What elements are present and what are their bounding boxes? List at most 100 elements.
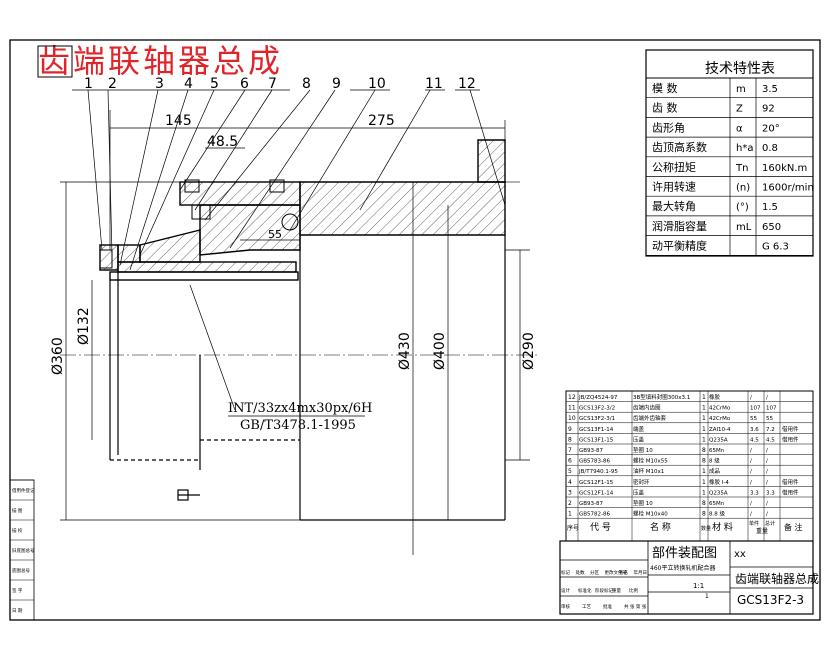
- tech-param-name: 公称扭矩: [652, 160, 696, 174]
- bom-name: 压盖: [633, 488, 645, 496]
- lower-silhouette: [109, 139, 520, 521]
- bom-code: JB/ZQ4524-97: [578, 395, 618, 401]
- bom-name: 螺栓 M10x55: [633, 457, 668, 465]
- tech-param-symbol: (°): [736, 202, 749, 213]
- title-block-sheet: 1: [705, 593, 709, 600]
- tech-param-symbol: Tn: [735, 163, 748, 174]
- bom-weight-total: /: [766, 501, 768, 507]
- bom-material: 8.8 级: [709, 510, 725, 518]
- bom-qty: 1: [702, 426, 706, 433]
- bom-material: ZAl10-4: [709, 427, 731, 433]
- title-block-drawing-no: GCS13F2-3: [737, 593, 804, 607]
- bom-no: 6: [568, 458, 572, 465]
- tech-param-symbol: (n): [736, 183, 750, 194]
- bom-material: 8 级: [709, 457, 720, 465]
- bom-name: 3B型填料封圈300x3.1: [633, 393, 690, 401]
- bom-qty: 1: [702, 415, 706, 422]
- bom-code: GCS13F2-3/2: [579, 406, 615, 412]
- tech-param-symbol: m: [736, 84, 746, 95]
- dim-55: 55: [268, 228, 282, 241]
- title-block-label: 标记: [561, 569, 570, 576]
- bom-material: Q235A: [709, 490, 728, 496]
- bom-material: 65Mn: [709, 501, 725, 507]
- balloon-8: 8: [302, 76, 311, 92]
- bom-qty: 1: [702, 436, 706, 443]
- bom-material: 橡胶 I-4: [709, 478, 729, 486]
- bom-material: 42CrMo: [709, 416, 731, 422]
- dim-145: 145: [165, 113, 192, 129]
- bom-no: 8: [568, 436, 572, 443]
- title-block: [559, 540, 814, 615]
- left-block-label: 签 字: [12, 587, 23, 594]
- bom-weight-total: /: [766, 469, 768, 475]
- title-box: [37, 45, 73, 78]
- title-block-label: 标准化: [578, 587, 592, 594]
- bom-weight-unit: 107: [750, 406, 761, 412]
- tech-param-name: 动平衡精度: [652, 239, 707, 253]
- bom-header-code: 代 号: [590, 522, 611, 533]
- title-block-label: 共 张 第 张: [624, 603, 647, 610]
- dim-275: 275: [368, 113, 395, 129]
- bom-header-no: 序号: [567, 524, 579, 532]
- tech-param-value: 3.5: [762, 84, 778, 95]
- balloon-labels: 1 2 3 4 5 6 7 8 9 10 11 12: [84, 76, 476, 92]
- bom-note: 借用件: [782, 425, 799, 433]
- bom-header-qty: 数量: [701, 525, 711, 532]
- bom-weight-unit: /: [750, 395, 752, 401]
- title-block-label: 阶段标记: [595, 587, 613, 594]
- bom-qty: 8: [702, 458, 706, 465]
- bom-weight-total: /: [766, 395, 768, 401]
- bom-qty: 8: [702, 500, 706, 507]
- title-block-label: 处数: [576, 569, 585, 576]
- tech-param-value: G 6.3: [762, 242, 789, 253]
- bom-no: 12: [568, 394, 576, 401]
- bom-name: 螺栓 M10x40: [633, 510, 668, 518]
- dim-dia430: Ø430: [397, 332, 413, 370]
- balloon-12: 12: [458, 76, 476, 92]
- bom-qty: 1: [702, 479, 706, 486]
- bom-weight-total: 55: [766, 416, 773, 422]
- tech-param-name: 润滑脂容量: [652, 219, 707, 233]
- bom-weight-unit: /: [750, 469, 752, 475]
- bom-code: GB5783-86: [579, 459, 611, 465]
- bom-material: 42CrMo: [709, 406, 731, 412]
- bom-note: 借用件: [782, 488, 799, 496]
- bom-no: 9: [568, 426, 572, 433]
- bom-no: 10: [568, 415, 576, 422]
- title-block-scale: 1:1: [693, 582, 704, 590]
- tech-param-symbol: α: [736, 123, 743, 134]
- dimension-lines: [60, 110, 530, 555]
- bom-code: JB/T7940.1-95: [578, 469, 618, 475]
- bom-weight-unit: /: [750, 512, 752, 518]
- bom-weight-total: /: [766, 459, 768, 465]
- tech-param-value: 0.8: [762, 143, 778, 154]
- title-block-main-name: 齿端联轴器总成: [735, 571, 819, 586]
- balloon-10: 10: [368, 76, 386, 92]
- title-block-label: 分区: [590, 569, 599, 576]
- tech-param-name: 齿形角: [652, 121, 685, 134]
- left-block-label: 描 校: [12, 527, 23, 534]
- title-block-doc-sub: xx: [734, 549, 746, 560]
- spline-note-line1: INT/33zx4mx30px/6H: [228, 401, 372, 416]
- left-block-label: 日 期: [12, 608, 23, 614]
- coupling-section: [99, 139, 506, 281]
- tech-param-value: 1600r/min: [762, 183, 814, 194]
- bom-name: 油杯 M10x1: [633, 467, 664, 475]
- tech-param-name: 许用转速: [652, 180, 696, 194]
- bom-material: 65Mn: [709, 448, 725, 454]
- bom-name: 齿端外齿轴套: [633, 414, 667, 422]
- title-block-doc-type: 部件装配图: [652, 546, 717, 561]
- tech-table-title: 技术特性表: [705, 61, 775, 77]
- tech-param-name: 模 数: [652, 82, 678, 95]
- bolt-group: [99, 179, 299, 269]
- bom-weight-total: 3.3: [766, 490, 775, 496]
- bom-no: 7: [568, 447, 572, 454]
- tech-param-name: 最大转角: [652, 199, 696, 213]
- bom-code: GCS13F1-14: [579, 427, 614, 433]
- dim-dia400: Ø400: [432, 332, 448, 370]
- bom-note: 借用件: [782, 478, 799, 486]
- dim-dia290: Ø290: [521, 332, 537, 370]
- balloon-6: 6: [240, 76, 249, 92]
